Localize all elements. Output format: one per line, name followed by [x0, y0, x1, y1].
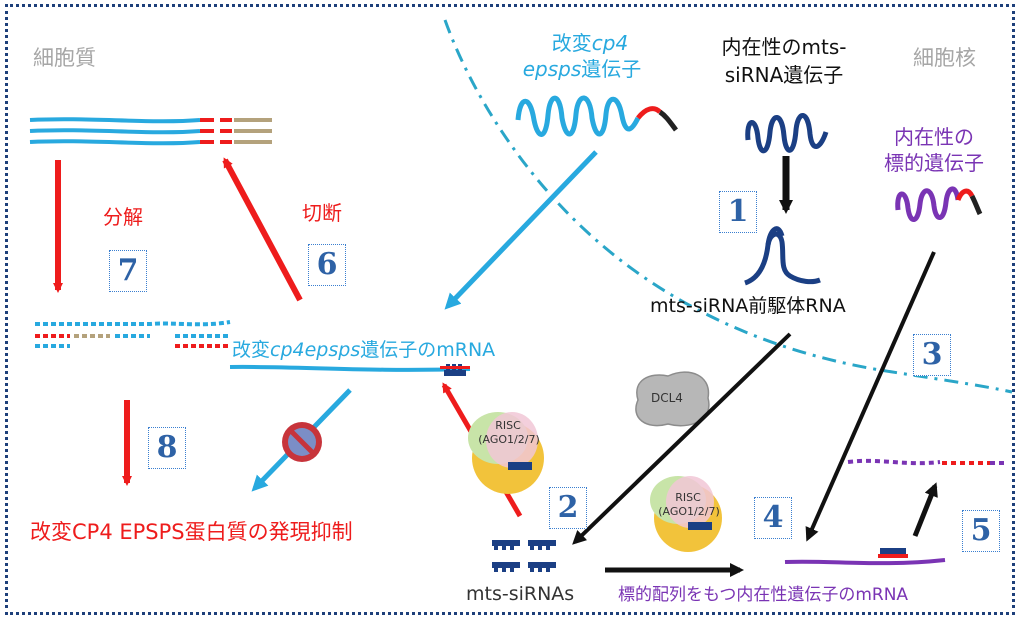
step-3-box: 3	[913, 334, 951, 376]
modified-mrna-label: 改変cp4epsps遺伝子のmRNA	[232, 339, 496, 361]
risc-complex-top	[468, 412, 544, 494]
sirnas-label: mts-siRNAs	[466, 583, 575, 605]
cytoplasm-label: 細胞質	[33, 46, 96, 70]
modified-gene-label-line2: epsps遺伝子	[522, 57, 642, 81]
target-mrna-label: 標的配列をもつ内在性遺伝子のmRNA	[618, 585, 909, 605]
transcription-arrow-modified	[444, 150, 598, 310]
risc-label-top-line1: RISC	[495, 419, 521, 432]
nucleus-boundary	[443, 19, 1013, 394]
degradation-label: 分解	[103, 205, 143, 229]
target-mrna-strand	[784, 558, 946, 566]
sirna-gene-label-line1: 内在性のmts-	[721, 35, 847, 59]
cleavage-arrow-nucleus	[912, 482, 938, 537]
inhibition-icon	[282, 422, 322, 462]
precursor-label: mts-siRNA前駆体RNA	[650, 295, 846, 317]
cleavage-label: 切断	[302, 201, 342, 225]
step-6-box: 6	[308, 244, 346, 286]
diagram-frame	[5, 4, 1015, 615]
target-gene-label-line2: 標的遺伝子	[884, 151, 984, 175]
target-mrna-duplex	[878, 548, 908, 558]
cleavage-arrow	[222, 157, 303, 302]
dcl4-enzyme	[635, 371, 710, 427]
target-gene-coil	[895, 186, 983, 222]
risc-label-bottom-line2: (AGO1/2/7)	[658, 505, 720, 518]
modified-mrna-sirna-duplex	[440, 364, 470, 376]
precursor-hairpin	[744, 226, 821, 286]
step-1-box: 1	[719, 191, 757, 233]
cleaved-target-fragments	[847, 458, 1008, 466]
target-transcription-arrow	[805, 251, 936, 542]
modified-gene-label-line1: 改変cp4	[551, 31, 629, 55]
risc-label-bottom-line1: RISC	[675, 491, 701, 504]
risc-label-top-line2: (AGO1/2/7)	[478, 433, 540, 446]
step-8-box: 8	[148, 427, 186, 469]
target-gene-label-line1: 内在性の	[894, 125, 974, 149]
risc-complex-bottom	[650, 476, 722, 552]
sirna-gene-coil	[745, 113, 829, 154]
suppression-label: 改変CP4 EPSPS蛋白質の発現抑制	[30, 520, 353, 544]
step-7-box: 7	[109, 250, 147, 292]
step-5-box: 5	[962, 510, 1000, 552]
dcl4-label: DCL4	[651, 391, 683, 405]
modified-gene-coil	[515, 95, 679, 137]
step-2-box: 2	[549, 487, 587, 529]
step-4-box: 4	[754, 497, 792, 539]
degraded-mrna-fragments	[35, 320, 231, 348]
dicing-arrow	[572, 332, 792, 545]
sirna-duplexes	[492, 540, 556, 572]
nucleus-label: 細胞核	[913, 46, 976, 70]
cytoplasm-mrna-strands	[29, 117, 272, 146]
sirna-gene-label-line2: siRNA遺伝子	[724, 63, 844, 87]
modified-mrna-strand	[229, 364, 471, 372]
